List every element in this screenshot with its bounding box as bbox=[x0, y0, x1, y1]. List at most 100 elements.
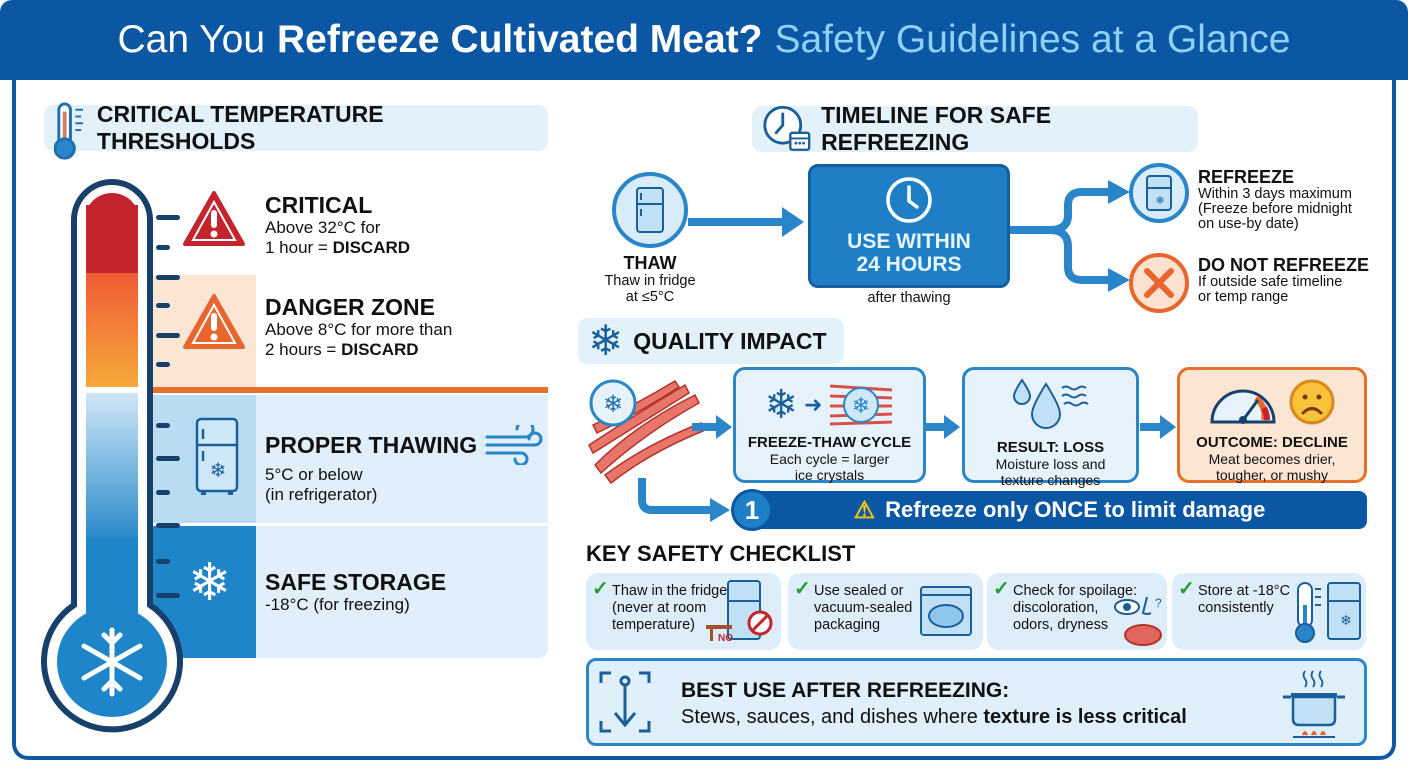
zone-danger: DANGER ZONE Above 8°C for more than 2 ho… bbox=[265, 294, 452, 360]
tick bbox=[156, 490, 170, 495]
refreeze-line: (Freeze before midnight bbox=[1198, 201, 1352, 217]
check-line: temperature) bbox=[612, 617, 696, 633]
thawing-band-right bbox=[256, 395, 548, 523]
use-within-caption: after thawing bbox=[867, 290, 951, 306]
check-line: Check for spoilage: bbox=[1013, 583, 1138, 599]
branch-arrows-icon bbox=[1010, 180, 1130, 292]
svg-text:❄: ❄ bbox=[210, 458, 227, 482]
warning-triangle-red-icon bbox=[183, 191, 245, 246]
check-line: Use sealed or bbox=[814, 583, 904, 599]
water-drops-icon bbox=[1012, 378, 1089, 429]
storage-band-right bbox=[256, 526, 548, 658]
fridge-icon: ❄ bbox=[195, 417, 239, 495]
temperature-title-text: CRITICAL TEMPERATURE THRESHOLDS bbox=[96, 101, 384, 154]
freeze-thaw-box: ❄ ➜ ❄ FREEZE-THAW CYCLE Each cycle = lar… bbox=[733, 367, 926, 483]
sad-face-icon bbox=[1289, 379, 1335, 425]
eye-nose-meat-icon: ? bbox=[1114, 596, 1162, 646]
check-icon: ✓ bbox=[794, 578, 811, 600]
danger-threshold-line bbox=[72, 387, 548, 393]
zone-line: Above 32°C for bbox=[265, 218, 381, 237]
tick bbox=[156, 456, 180, 461]
snowflake-icon: ❄ bbox=[588, 316, 624, 365]
banner-text: Refreeze only ONCE to limit damage bbox=[885, 497, 1266, 522]
check-line: Thaw in the fridge bbox=[612, 583, 728, 599]
refreeze-option: REFREEZE Within 3 days maximum (Freeze b… bbox=[1198, 168, 1352, 232]
check-line: vacuum-sealed bbox=[814, 600, 913, 616]
best-use-text-bold: texture is less critical bbox=[983, 706, 1187, 728]
zone-line: 1 hour = bbox=[265, 238, 333, 257]
zone-storage: SAFE STORAGE -18°C (for freezing) bbox=[265, 569, 446, 615]
refreeze-title: REFREEZE bbox=[1198, 167, 1295, 187]
step-line: Moisture loss and bbox=[995, 456, 1106, 472]
refreeze-once-banner: ⚠ Refreeze only ONCE to limit damage bbox=[752, 491, 1367, 529]
step-title: RESULT: LOSS bbox=[996, 439, 1105, 456]
svg-text:?: ? bbox=[1155, 596, 1162, 610]
discard-label: DISCARD bbox=[341, 340, 419, 359]
focus-arrow-icon bbox=[599, 671, 651, 733]
svg-text:NO: NO bbox=[718, 633, 733, 644]
thaw-title: THAW bbox=[623, 253, 677, 273]
checklist-item-store: ✓ Store at -18°C consistently ❄ bbox=[1172, 573, 1366, 650]
arrow-right-icon bbox=[688, 207, 804, 237]
tick bbox=[156, 559, 170, 564]
checklist-title: KEY SAFETY CHECKLIST bbox=[586, 541, 856, 566]
refreeze-line: on use-by date) bbox=[1198, 216, 1299, 232]
check-line: packaging bbox=[814, 617, 881, 633]
discard-label: DISCARD bbox=[332, 238, 411, 257]
best-use-panel: BEST USE AFTER REFREEZING: Stews, sauces… bbox=[586, 658, 1367, 746]
tick bbox=[156, 593, 180, 598]
use-within-line2: 24 HOURS bbox=[856, 253, 962, 276]
svg-text:❄: ❄ bbox=[1340, 613, 1352, 629]
zone-line: Above 8°C for more than bbox=[265, 320, 453, 339]
thermometer-fridge-icon: ❄ bbox=[1295, 582, 1361, 643]
tick bbox=[156, 523, 180, 528]
timeline-title-text: TIMELINE FOR SAFE REFREEZING bbox=[821, 102, 1052, 155]
thaw-step: THAW Thaw in fridge at ≤5°C bbox=[580, 253, 720, 305]
title-part-3: Safety Guidelines at a Glance bbox=[774, 18, 1291, 61]
zone-title: PROPER THAWING bbox=[265, 432, 478, 458]
check-icon: ✓ bbox=[993, 578, 1010, 600]
zone-title: CRITICAL bbox=[265, 192, 373, 218]
check-icon: ✓ bbox=[592, 578, 609, 600]
clock-calendar-icon bbox=[763, 105, 811, 151]
tick bbox=[156, 275, 180, 280]
svg-text:❄: ❄ bbox=[1155, 194, 1164, 207]
clock-icon bbox=[886, 177, 932, 223]
title-part-1: Can You bbox=[117, 18, 266, 61]
wind-icon bbox=[485, 425, 543, 465]
svg-text:❄: ❄ bbox=[603, 390, 623, 418]
refreeze-line: Within 3 days maximum bbox=[1198, 186, 1352, 202]
check-icon: ✓ bbox=[1178, 578, 1195, 600]
header-banner: Can You Refreeze Cultivated Meat? Safety… bbox=[0, 0, 1408, 80]
bulb-snowflake-icon bbox=[81, 627, 143, 697]
warning-icon: ⚠ bbox=[853, 496, 876, 524]
svg-text:❄: ❄ bbox=[852, 394, 870, 419]
tick bbox=[156, 215, 180, 220]
thaw-fridge-circle-icon bbox=[612, 172, 688, 248]
tick bbox=[156, 303, 170, 308]
zone-line: 2 hours = bbox=[265, 340, 342, 359]
arrow-down-right-icon bbox=[638, 478, 730, 522]
gauge-icon bbox=[1210, 389, 1276, 424]
check-line: Store at -18°C bbox=[1198, 583, 1291, 599]
snowflake-icon: ❄ bbox=[188, 553, 232, 613]
step-line: ice crystals bbox=[794, 467, 865, 483]
step-title: FREEZE-THAW CYCLE bbox=[747, 434, 912, 451]
tick bbox=[156, 423, 170, 428]
title-part-2: Refreeze Cultivated Meat? bbox=[277, 18, 763, 61]
check-line: odors, dryness bbox=[1013, 617, 1109, 633]
checklist-item-spoilage: ✓ Check for spoilage: discoloration, odo… bbox=[987, 573, 1167, 650]
result-loss-box: RESULT: LOSS Moisture loss and texture c… bbox=[962, 367, 1139, 488]
ice-crystal-fibers-icon: ❄ bbox=[830, 384, 893, 426]
arrow-right-icon bbox=[1140, 415, 1176, 439]
outcome-decline-box: OUTCOME: DECLINE Meat becomes drier, tou… bbox=[1177, 367, 1367, 483]
check-line: discoloration, bbox=[1013, 600, 1099, 616]
do-not-refreeze-x-icon bbox=[1129, 253, 1189, 313]
zone-line: (in refrigerator) bbox=[265, 485, 378, 504]
zone-line: 5°C or below bbox=[265, 465, 363, 484]
zone-title: SAFE STORAGE bbox=[265, 569, 447, 595]
step-line: tougher, or mushy bbox=[1215, 467, 1329, 483]
arrow-icon: ➜ bbox=[804, 392, 823, 417]
best-use-title: BEST USE AFTER REFREEZING: bbox=[681, 679, 1010, 702]
